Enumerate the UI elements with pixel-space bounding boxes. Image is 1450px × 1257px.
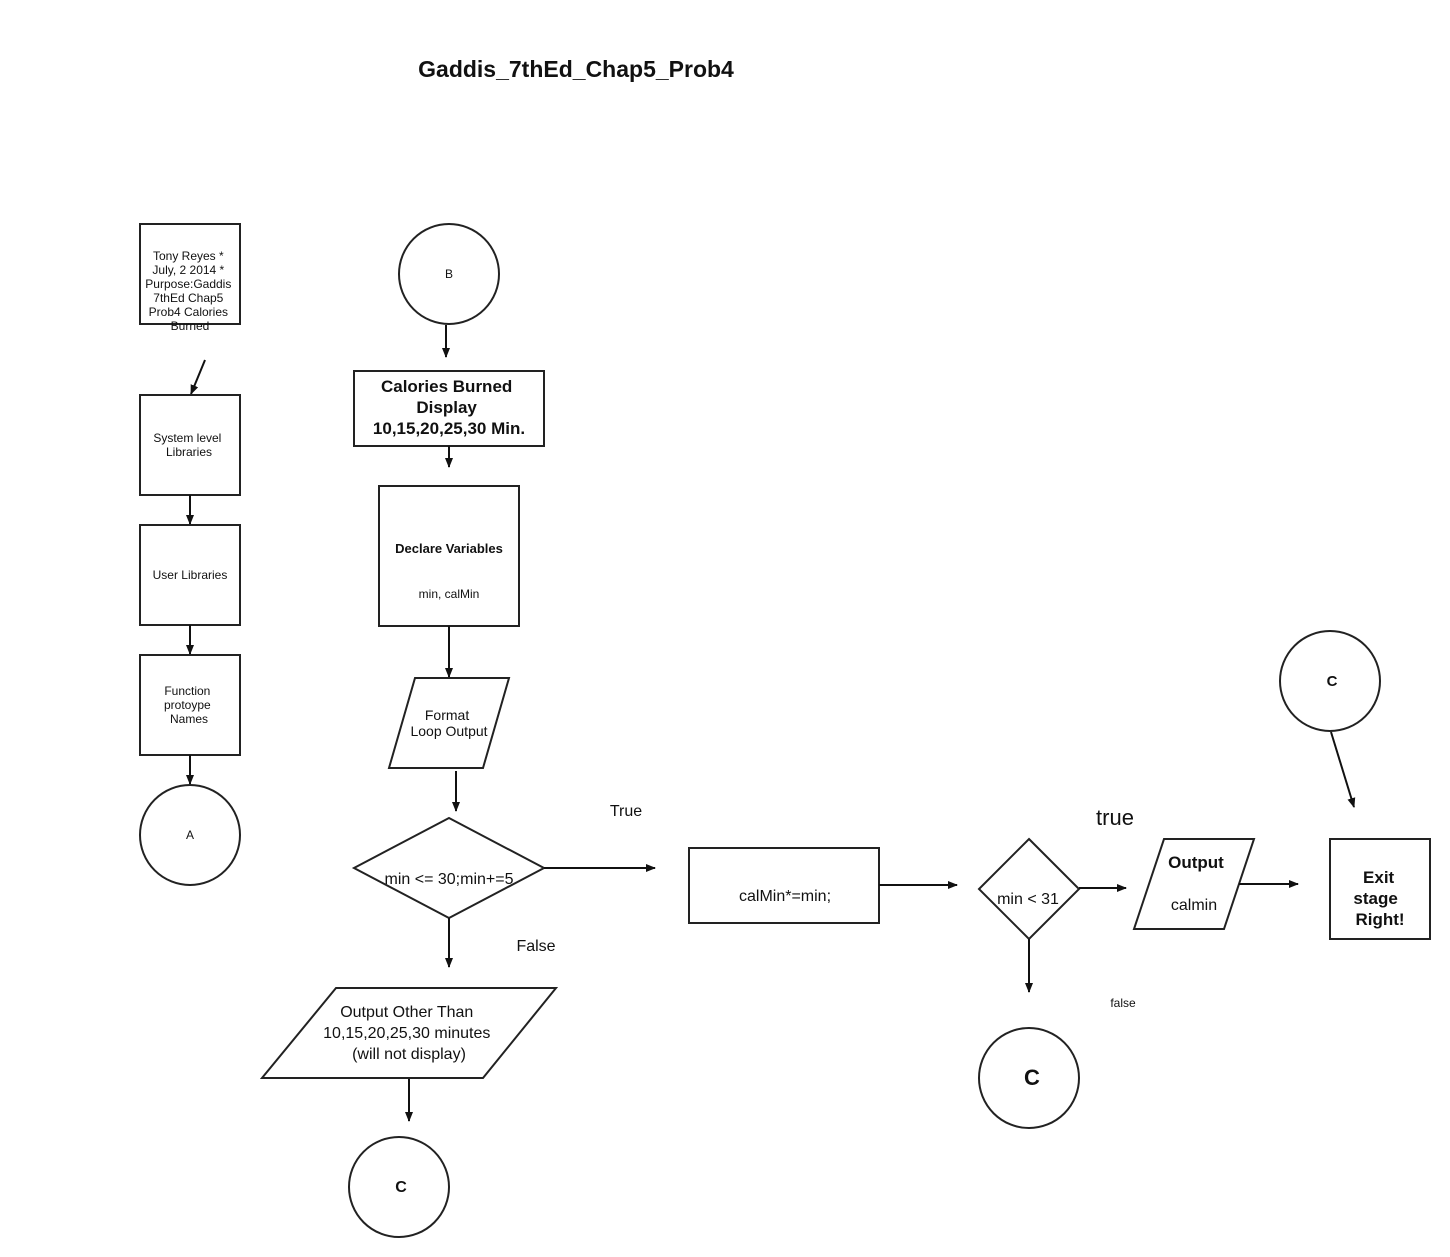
header-note-line: Purpose:Gaddis	[145, 277, 231, 291]
exit-box-line: Right!	[1355, 910, 1404, 929]
calories-display-box: Calories Burned Display 10,15,20,25,30 M…	[353, 370, 545, 447]
connector-c-bottom-label: C	[395, 1179, 407, 1196]
svg-text:Output Other Than 10,15,: Output Other Than 10,15,20,25,30 minutes…	[323, 1004, 495, 1063]
user-libraries-box: User Libraries	[139, 524, 241, 626]
svg-text:Tony Reyes * July, 2 201: Tony Reyes * July, 2 2014 * Purpose:Gadd…	[145, 249, 234, 333]
connector-c-right-label: C	[1024, 1065, 1040, 1090]
output-calmin-shape: Output calmin	[1132, 838, 1256, 930]
system-libraries-line: Libraries	[166, 445, 212, 459]
function-prototypes-box: Function protoype Names	[139, 654, 241, 756]
svg-text:Exit stage Right!: Exit stage Right!	[1353, 868, 1404, 929]
calc-step-box: calMin*=min;	[688, 847, 880, 924]
loop-condition-diamond: min <= 30;min+=5	[351, 816, 547, 920]
page-title: Gaddis_7thEd_Chap5_Prob4	[418, 56, 734, 82]
function-prototypes-line: Names	[170, 712, 208, 726]
connector-b: B	[398, 223, 500, 325]
exit-box: Exit stage Right!	[1329, 838, 1431, 940]
header-note-line: Prob4 Calories	[149, 305, 228, 319]
calories-display-line: Display	[416, 398, 477, 417]
exit-box-line: stage	[1353, 889, 1397, 908]
output-other-shape: Output Other Than 10,15,20,25,30 minutes…	[259, 987, 559, 1079]
declare-variables-title: Declare Variables	[395, 541, 503, 556]
calories-display-line: 10,15,20,25,30 Min.	[373, 419, 525, 438]
header-note-line: Tony Reyes *	[153, 249, 224, 263]
output-calmin-detail: calmin	[1171, 897, 1217, 914]
output-other-line: Output Other Than	[340, 1004, 473, 1021]
check-condition-label: min < 31	[997, 891, 1059, 908]
calc-step-label: calMin*=min;	[739, 888, 831, 905]
edge-c-top-to-exit	[1330, 731, 1356, 808]
header-note-line: July, 2 2014 *	[152, 263, 224, 277]
header-note-line: 7thEd Chap5	[153, 291, 223, 305]
connector-a: A	[139, 784, 241, 886]
header-note-box: Tony Reyes * July, 2 2014 * Purpose:Gadd…	[139, 223, 241, 333]
svg-text:Calories Burned Display: Calories Burned Display 10,15,20,25,30 M…	[373, 377, 525, 438]
loop-true-label: True	[610, 803, 642, 820]
calories-display-line: Calories Burned	[381, 377, 512, 396]
function-prototypes-line: protoype	[164, 698, 211, 712]
format-loop-output-line: Format	[425, 707, 469, 723]
exit-box-line: Exit	[1363, 868, 1395, 887]
system-libraries-line: System level	[153, 431, 221, 445]
loop-false-label: False	[516, 938, 555, 955]
check-condition-diamond: min < 31	[977, 837, 1081, 941]
system-libraries-box: System level Libraries	[139, 394, 241, 496]
function-prototypes-line: Function	[164, 684, 210, 698]
check-false-label: false	[1110, 996, 1136, 1010]
connector-c-bottom: C	[348, 1136, 450, 1238]
edge-note-to-system	[190, 359, 206, 395]
connector-a-label: A	[186, 828, 194, 842]
output-other-line: 10,15,20,25,30 minutes	[323, 1025, 490, 1042]
format-loop-output-line: Loop Output	[410, 723, 487, 739]
connector-c-top-label: C	[1327, 673, 1338, 690]
connector-c-top: C	[1279, 630, 1381, 732]
svg-text:Function protoype: Function protoype Names	[164, 684, 214, 726]
check-true-label: true	[1096, 805, 1134, 830]
header-note-line: Burned	[171, 319, 210, 333]
format-loop-output-shape: Format Loop Output	[387, 677, 511, 769]
declare-variables-box: Declare Variables min, calMin	[378, 485, 520, 627]
output-calmin-title: Output	[1168, 853, 1224, 872]
svg-text:System level Libraries: System level Libraries	[153, 431, 224, 459]
loop-condition-label: min <= 30;min+=5	[385, 871, 514, 888]
svg-text:Format Loop Output: Format Loop Output	[410, 707, 487, 739]
declare-variables-detail: min, calMin	[419, 587, 480, 601]
connector-c-right: C	[978, 1027, 1080, 1129]
user-libraries-label: User Libraries	[153, 568, 228, 582]
connector-b-label: B	[445, 267, 453, 281]
output-other-line: (will not display)	[352, 1046, 466, 1063]
